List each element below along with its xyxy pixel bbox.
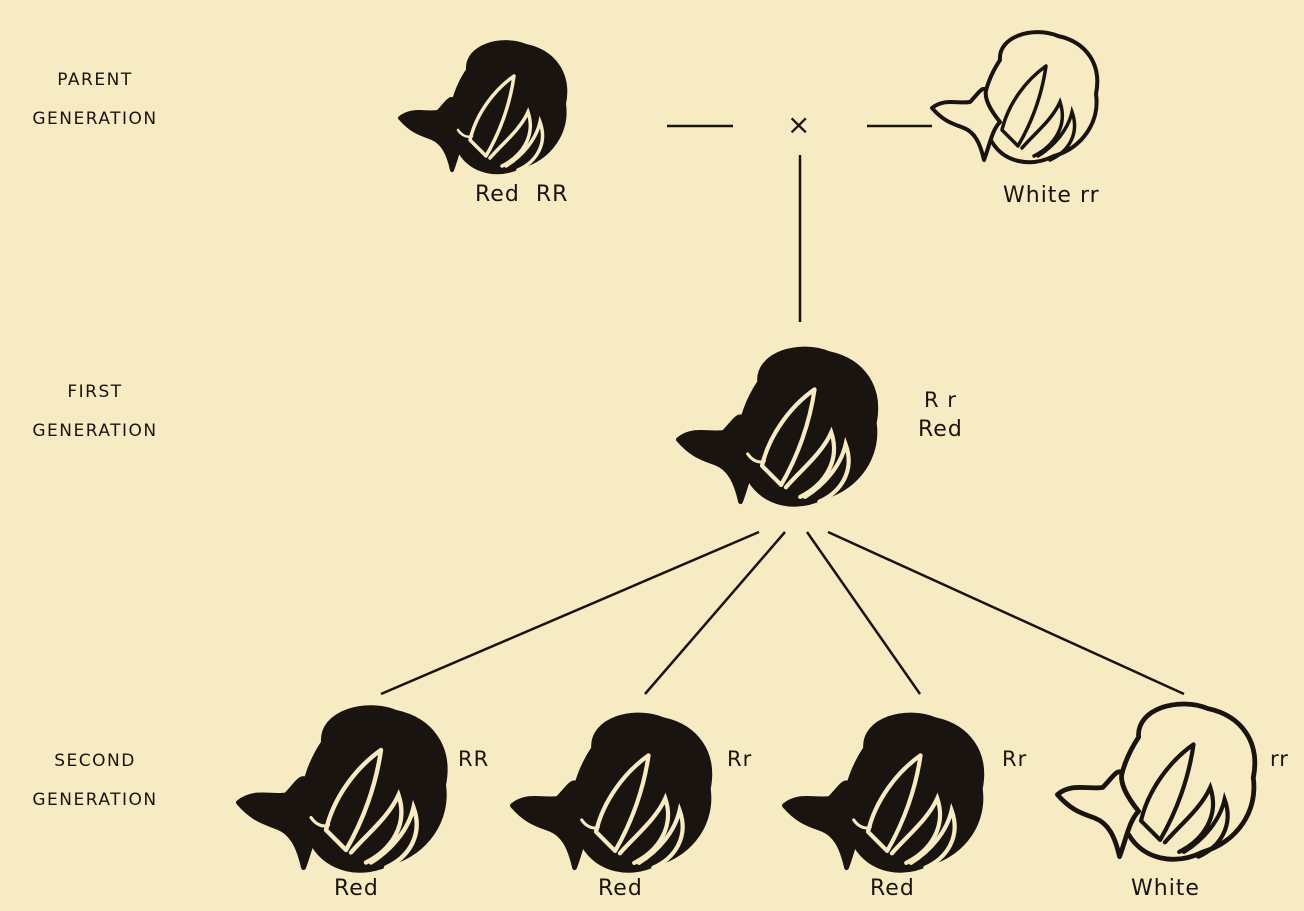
first-gen-phenotype: Red bbox=[918, 415, 963, 445]
branch-line-2 bbox=[645, 532, 785, 694]
f2-genotype-3: Rr bbox=[1002, 747, 1027, 771]
parent-white-phenotype: White bbox=[1003, 183, 1072, 208]
parent-red-genotype: RR bbox=[536, 182, 569, 207]
branch-line-3 bbox=[807, 532, 920, 694]
f2-phenotype-2: Red bbox=[598, 876, 643, 901]
cross-symbol: × bbox=[787, 108, 811, 141]
branch-line-1 bbox=[381, 532, 759, 694]
f2-phenotype-1: Red bbox=[334, 876, 379, 901]
f2-phenotype-3: Red bbox=[870, 876, 915, 901]
parent-red-label: Red RR bbox=[475, 182, 568, 207]
f2-genotype-4: rr bbox=[1270, 747, 1289, 771]
flower-icon bbox=[1055, 695, 1270, 875]
parent-white-label: White rr bbox=[1003, 183, 1100, 208]
f2-phenotype-4: White bbox=[1131, 876, 1200, 901]
f2-genotype-1: RR bbox=[458, 747, 489, 771]
parent-red-phenotype: Red bbox=[475, 182, 520, 207]
parent-white-genotype: rr bbox=[1080, 183, 1100, 208]
flower-icon bbox=[236, 705, 461, 880]
first-gen-label: R r Red bbox=[918, 385, 963, 445]
f2-genotype-2: Rr bbox=[727, 747, 752, 771]
flower-icon bbox=[676, 345, 891, 515]
flower-icon bbox=[398, 40, 578, 180]
first-gen-genotype: R r bbox=[918, 385, 963, 415]
branch-line-4 bbox=[828, 532, 1184, 694]
flower-icon bbox=[930, 25, 1110, 175]
flower-icon bbox=[510, 712, 725, 880]
flower-icon bbox=[782, 712, 997, 880]
